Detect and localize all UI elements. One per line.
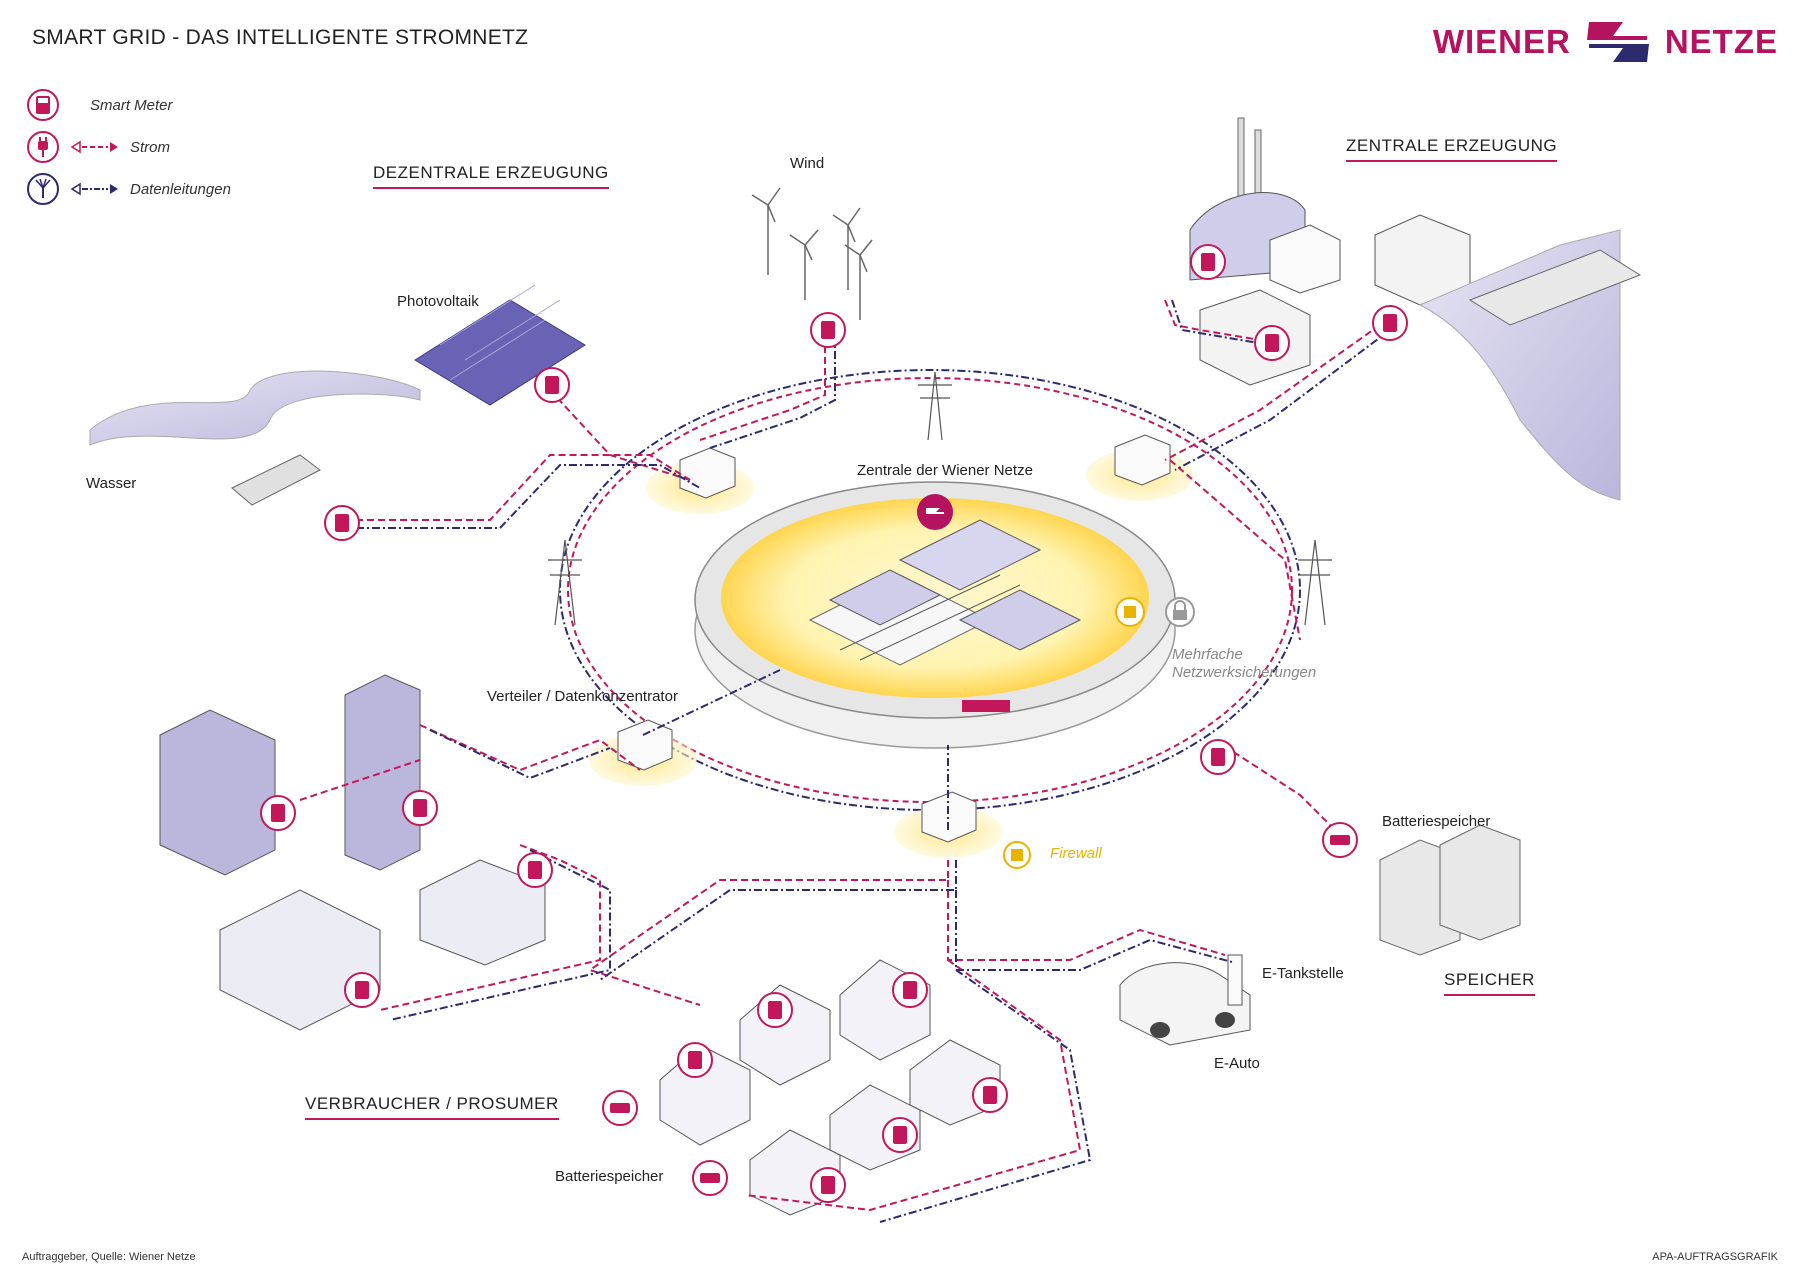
e-auto-car (1119, 962, 1251, 1046)
substation-ne (1086, 434, 1194, 501)
smart-meter-icon (892, 972, 928, 1008)
strom-line-sample (70, 140, 118, 154)
smart-meter-icon (810, 312, 846, 348)
smart-meter-icon (810, 1167, 846, 1203)
label-firewall: Firewall (1050, 845, 1102, 862)
category-zentral: ZENTRALE ERZEUGUNG (1346, 136, 1558, 162)
smart-meter-icon (882, 1117, 918, 1153)
zentrale-sign (962, 700, 1010, 712)
smart-meter-icon (534, 367, 570, 403)
label-photovoltaik: Photovoltaik (397, 293, 479, 310)
label-wasser: Wasser (86, 475, 137, 492)
pylon-right (1298, 539, 1332, 626)
label-netzwerk-line1: Mehrfache (1172, 646, 1243, 663)
legend-label-daten: Datenleitungen (130, 180, 231, 198)
wind-turbines (751, 187, 873, 320)
smart-meter-icon (344, 972, 380, 1008)
plug-icon (27, 131, 59, 163)
category-dezentral: DEZENTRALE ERZEUGUNG (373, 163, 609, 189)
smart-meter-icon (402, 790, 438, 826)
battery-icon (602, 1090, 638, 1126)
zentrale-buildings (808, 519, 1082, 666)
label-verteiler: Verteiler / Datenkonzentrator (487, 688, 678, 705)
legend-label-strom: Strom (130, 138, 171, 156)
substation-nw (646, 447, 754, 514)
legend-label-smart-meter: Smart Meter (90, 96, 173, 114)
category-verbraucher: VERBRAUCHER / PROSUMER (305, 1094, 559, 1120)
smart-meter-icon (972, 1077, 1008, 1113)
label-batteriespeicher-left: Batteriespeicher (555, 1168, 664, 1185)
smart-meter-icon (1372, 305, 1408, 341)
label-wind: Wind (790, 155, 825, 172)
solar-panels (414, 284, 586, 406)
smart-meter-icon (757, 992, 793, 1028)
power-plant (1189, 117, 1471, 386)
strom-lines (299, 299, 1381, 1212)
battery-markers (602, 822, 1358, 1196)
smart-meter-icon (677, 1042, 713, 1078)
logo-word-right: NETZE (1664, 23, 1778, 60)
label-netzwerk-line2: Netzwerksicherungen (1172, 664, 1317, 681)
category-speicher: SPEICHER (1444, 970, 1535, 996)
smart-meter-icon (260, 795, 296, 831)
smart-meter-icon (324, 505, 360, 541)
smart-meter-icon (1200, 739, 1236, 775)
smart-meter-markers (260, 244, 1408, 1203)
battery-icon (692, 1160, 728, 1196)
daten-line-sample (70, 182, 118, 196)
substation-w (589, 719, 697, 786)
pylon-left (548, 539, 582, 626)
factory-buildings (219, 859, 546, 1031)
smart-meter-icon (517, 852, 553, 888)
battery-icon (1322, 822, 1358, 858)
label-e-auto: E-Auto (1214, 1055, 1260, 1072)
legend-item-daten: Datenleitungen (26, 172, 231, 206)
firewall-icon-south (1003, 841, 1031, 869)
label-batteriespeicher-right: Batteriespeicher (1382, 813, 1491, 830)
label-e-tankstelle: E-Tankstelle (1262, 965, 1344, 982)
wiener-netze-logo: WIENER NETZE (1433, 18, 1778, 66)
pylon-top (918, 371, 952, 441)
battery-storage-units (1379, 824, 1521, 956)
legend-item-smart-meter: Smart Meter (26, 88, 173, 122)
smart-meter-icon (27, 89, 59, 121)
legend-item-strom: Strom (26, 130, 170, 164)
footer-credit: APA-AUFTRAGSGRAFIK (1652, 1251, 1778, 1263)
firewall-icon-hub (1115, 597, 1145, 627)
footer-source: Auftraggeber, Quelle: Wiener Netze (22, 1251, 196, 1263)
office-buildings (159, 674, 421, 876)
page-title: SMART GRID - DAS INTELLIGENTE STROMNETZ (32, 26, 529, 49)
fiber-icon (27, 173, 59, 205)
label-zentrale: Zentrale der Wiener Netze (857, 462, 1033, 479)
hydro-plant-left (89, 370, 421, 506)
smart-meter-icon (1190, 244, 1226, 280)
e-tankstelle-charger (1227, 954, 1243, 1006)
lock-icon (1165, 597, 1195, 627)
zentrale-hub (694, 481, 1176, 749)
logo-word-left: WIENER (1432, 23, 1571, 60)
smart-meter-icon (1254, 325, 1290, 361)
logo-mark-icon (1586, 22, 1649, 62)
daten-lines (340, 299, 1391, 1223)
hydro-dam-right (1418, 229, 1642, 501)
